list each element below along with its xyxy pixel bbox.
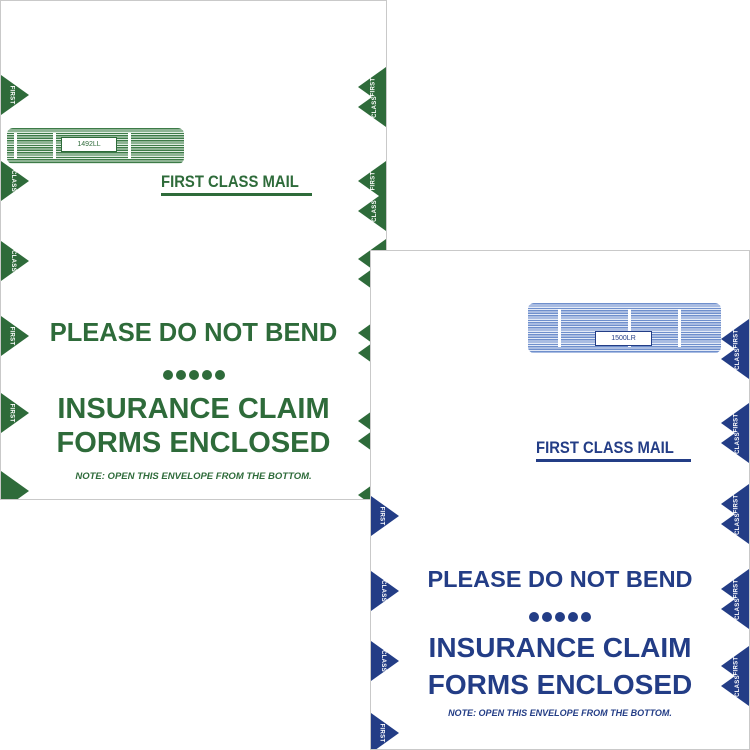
address-window: 1492LL (7, 128, 184, 164)
first-class-marker (1, 471, 29, 499)
marker-text: CLASS (379, 650, 386, 672)
dot (188, 370, 199, 380)
claim-line-2: FORMS ENCLOSED (427, 669, 693, 700)
first-class-mail-label: FIRST CLASS MAIL (161, 173, 299, 191)
marker-text: CLASS (9, 250, 16, 272)
underline (161, 193, 312, 196)
first-class-marker: CLASS (1, 161, 29, 201)
marker-text: CLASS (734, 432, 741, 454)
first-class-marker: CLASS (721, 504, 749, 544)
marker-text: CLASS (734, 675, 741, 697)
marker-text: CLASS (371, 96, 378, 118)
window-label: 1500LR (595, 331, 652, 346)
marker-text: CLASS (734, 348, 741, 370)
envelope-green: 1492LL FIRST CLASS MAIL PLEASE DO NOT BE… (0, 0, 387, 500)
first-class-marker: FIRST (371, 496, 399, 536)
dot (162, 370, 173, 380)
claim-line-1: INSURANCE CLAIM (57, 393, 330, 425)
dot (201, 370, 212, 380)
first-class-marker: CLASS (721, 666, 749, 706)
underline (536, 459, 691, 462)
marker-text: CLASS (734, 598, 741, 620)
dot (568, 612, 578, 622)
first-class-marker: CLASS (358, 191, 386, 231)
marker-text: CLASS (379, 580, 386, 602)
dot (542, 612, 552, 622)
envelope-blue: 1500LR FIRST CLASS MAIL PLEASE DO NOT BE… (370, 250, 750, 750)
dot (175, 370, 186, 380)
marker-text: FIRST (370, 171, 377, 191)
marker-text: CLASS (371, 200, 378, 222)
note: NOTE: OPEN THIS ENVELOPE FROM THE BOTTOM… (448, 708, 672, 718)
marker-text: FIRST (8, 326, 15, 346)
first-class-marker: CLASS (721, 589, 749, 629)
dot (529, 612, 539, 622)
first-class-marker: CLASS (358, 87, 386, 127)
marker-text: FIRST (378, 506, 385, 526)
first-class-marker: CLASS (721, 339, 749, 379)
claim-line-1: INSURANCE CLAIM (428, 632, 692, 663)
marker-text: FIRST (378, 723, 385, 743)
first-class-marker: FIRST (1, 316, 29, 356)
first-class-marker: CLASS (371, 571, 399, 611)
address-window: 1500LR (528, 303, 721, 353)
dot (581, 612, 591, 622)
dot (555, 612, 565, 622)
window-label: 1492LL (61, 137, 117, 152)
marker-text: CLASS (9, 170, 16, 192)
note: NOTE: OPEN THIS ENVELOPE FROM THE BOTTOM… (75, 471, 312, 482)
first-class-marker: FIRST (1, 75, 29, 115)
headline: PLEASE DO NOT BEND (49, 319, 338, 347)
dots-row (1, 367, 386, 385)
claim-line-2: FORMS ENCLOSED (56, 427, 331, 459)
headline: PLEASE DO NOT BEND (427, 566, 693, 592)
first-class-marker: FIRST (371, 713, 399, 749)
first-class-marker: FIRST (1, 393, 29, 433)
first-class-marker: CLASS (721, 423, 749, 463)
marker-text: FIRST (8, 85, 15, 105)
first-class-marker: CLASS (1, 241, 29, 281)
marker-text: CLASS (734, 513, 741, 535)
dot (214, 370, 225, 380)
marker-text: FIRST (8, 403, 15, 423)
first-class-mail-label: FIRST CLASS MAIL (536, 439, 674, 457)
first-class-marker: CLASS (371, 641, 399, 681)
dots-row (371, 609, 749, 627)
